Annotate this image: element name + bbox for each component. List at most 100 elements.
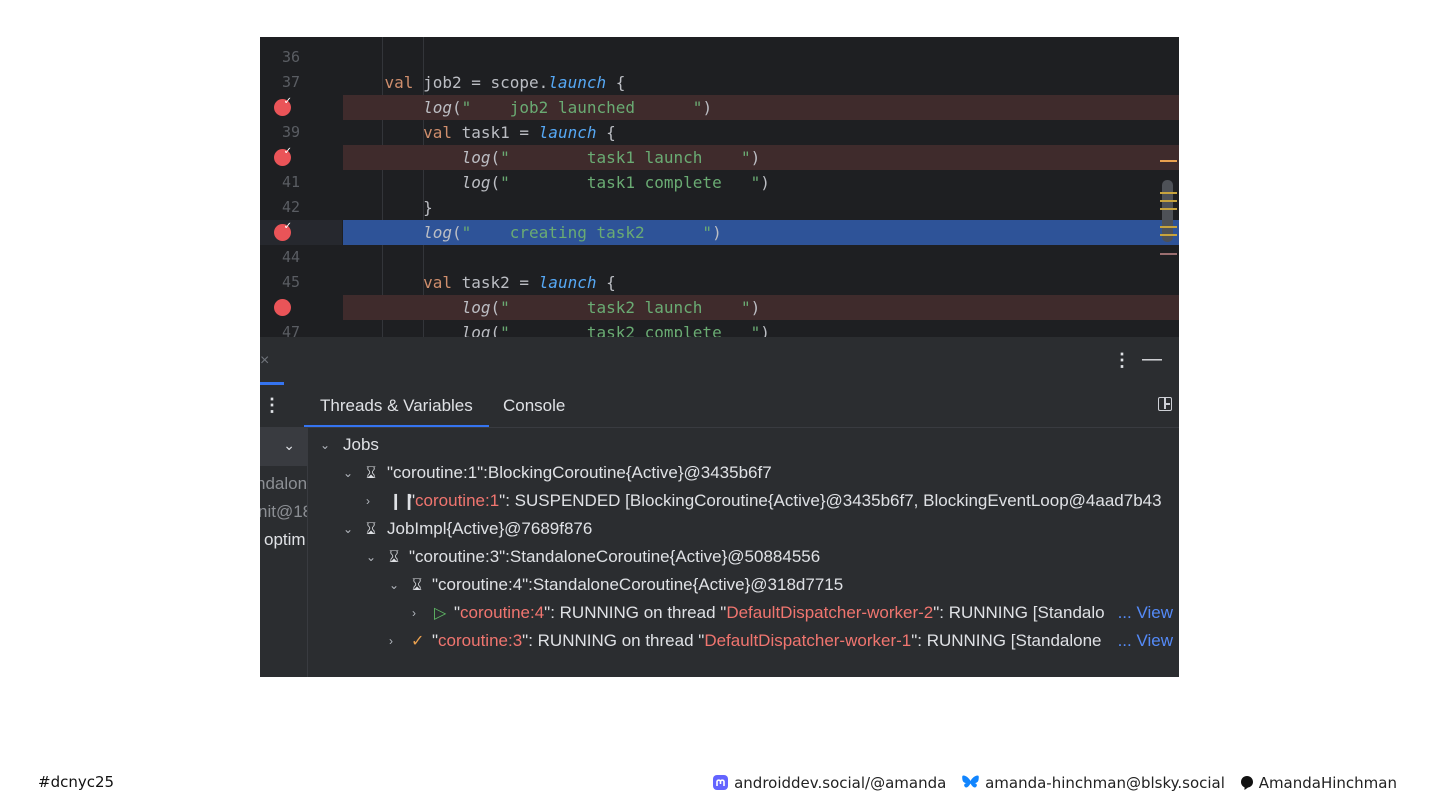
- breakpoint-hit-icon[interactable]: ✓: [274, 96, 292, 116]
- scroll-marker[interactable]: [1160, 226, 1177, 228]
- view-link[interactable]: ... View: [1115, 599, 1173, 627]
- code-line[interactable]: ✓ log(" creating task2 "): [260, 220, 1179, 245]
- scroll-thumb[interactable]: [1162, 180, 1173, 242]
- frame-item[interactable]: nit@18: [260, 502, 307, 521]
- panel-options-icon[interactable]: ⋮: [263, 395, 281, 415]
- tree-node-coroutine[interactable]: › ▷ "coroutine:4": RUNNING on thread "De…: [308, 599, 1179, 627]
- code-token: val: [423, 273, 452, 292]
- code-token: }: [346, 198, 433, 217]
- code-token: task1: [451, 123, 520, 142]
- tree-node-jobs[interactable]: ⌄ Jobs: [308, 431, 1179, 459]
- scroll-marker[interactable]: [1160, 253, 1177, 255]
- debug-tool-window: × ⋮ — ⋮ Threads & Variables Console ⌄ nd…: [260, 337, 1179, 677]
- more-options-icon[interactable]: ⋮: [1113, 350, 1131, 370]
- code-token: log: [423, 98, 452, 117]
- scroll-marker[interactable]: [1160, 192, 1177, 194]
- threads-handle: AmandaHinchman: [1240, 774, 1397, 792]
- line-highlight: [343, 145, 1179, 170]
- code-token: {: [606, 73, 626, 92]
- code-token: " task1 launch ": [500, 148, 751, 167]
- code-line[interactable]: 41 log(" task1 complete "): [260, 170, 1179, 195]
- chevron-right-icon[interactable]: ›: [389, 634, 393, 648]
- hourglass-check-icon: ⌛︎: [366, 519, 377, 538]
- tree-node-job[interactable]: ⌄ ⌛︎ "coroutine:1":BlockingCoroutine{Act…: [308, 459, 1179, 487]
- bluesky-label: amanda-hinchman@blsky.social: [985, 774, 1225, 792]
- code-text: val task2 = launch {: [346, 270, 616, 295]
- debug-toolbar: × ⋮ —: [260, 337, 1179, 385]
- code-token: " task2 launch ": [500, 298, 751, 317]
- code-token: (: [490, 298, 501, 317]
- code-line[interactable]: 39 val task1 = launch {: [260, 120, 1179, 145]
- code-token: log: [461, 173, 491, 192]
- code-token: ): [712, 223, 722, 242]
- code-token: " task2 complete ": [500, 323, 761, 337]
- code-line[interactable]: ✓ log(" job2 launched "): [260, 95, 1179, 120]
- scroll-marker[interactable]: [1160, 234, 1177, 236]
- chevron-down-icon: ⌄: [283, 437, 295, 453]
- code-text: log(" task1 complete "): [346, 170, 770, 195]
- breakpoint-hit-icon[interactable]: ✓: [274, 221, 292, 241]
- checkmark-icon: ✓: [283, 146, 292, 157]
- tree-node-job[interactable]: ⌄ ⌛︎ "coroutine:4":StandaloneCoroutine{A…: [308, 571, 1179, 599]
- line-number: 44: [281, 248, 300, 266]
- checkmark-icon: ✓: [411, 631, 425, 650]
- minimize-icon[interactable]: —: [1142, 348, 1162, 370]
- breakpoint-icon[interactable]: [274, 299, 291, 316]
- code-line[interactable]: 37 val job2 = scope.launch {: [260, 70, 1179, 95]
- code-line[interactable]: 36: [260, 45, 1179, 70]
- chevron-down-icon[interactable]: ⌄: [343, 466, 354, 480]
- code-token: ): [702, 98, 713, 117]
- chevron-right-icon[interactable]: ›: [412, 606, 416, 620]
- chevron-down-icon[interactable]: ⌄: [320, 438, 331, 452]
- bluesky-butterfly-icon: [962, 775, 979, 788]
- editor-gutter: [260, 37, 342, 337]
- tree-node-coroutine[interactable]: › ❙❙ "coroutine:1": SUSPENDED [BlockingC…: [308, 487, 1179, 515]
- line-number: 39: [281, 123, 300, 141]
- scroll-marker[interactable]: [1160, 208, 1177, 210]
- chevron-down-icon[interactable]: ⌄: [366, 550, 377, 564]
- hourglass-check-icon: ⌛︎: [389, 547, 400, 566]
- code-token: log: [461, 148, 491, 167]
- thread-selector[interactable]: ⌄: [260, 428, 307, 466]
- tab-threads-variables[interactable]: Threads & Variables: [304, 385, 489, 427]
- code-token: " job2 launched ": [461, 98, 703, 117]
- layout-settings-icon[interactable]: [1158, 397, 1172, 411]
- scroll-marker[interactable]: [1160, 160, 1177, 162]
- chevron-right-icon[interactable]: ›: [366, 494, 370, 508]
- social-handles: androiddev.social/@amanda amanda-hinchma…: [702, 774, 1397, 792]
- mastodon-handle: androiddev.social/@amanda: [712, 774, 946, 792]
- line-number: 37: [281, 73, 300, 91]
- code-line[interactable]: 47 log(" task2 complete "): [260, 320, 1179, 337]
- tab-console[interactable]: Console: [503, 396, 566, 415]
- line-highlight: [343, 245, 1179, 270]
- session-tab-indicator: [260, 382, 284, 385]
- chevron-down-icon[interactable]: ⌄: [343, 522, 354, 536]
- chevron-down-icon[interactable]: ⌄: [389, 578, 400, 592]
- view-link[interactable]: ... View: [1115, 627, 1173, 655]
- scroll-marker[interactable]: [1160, 200, 1177, 202]
- threads-label: AmandaHinchman: [1258, 774, 1397, 792]
- code-line[interactable]: ✓ log(" task1 launch "): [260, 145, 1179, 170]
- close-session-icon[interactable]: ×: [260, 352, 270, 369]
- bluesky-handle: amanda-hinchman@blsky.social: [961, 774, 1225, 792]
- line-highlight: [343, 95, 1179, 120]
- breakpoint-hit-icon[interactable]: ✓: [274, 146, 292, 166]
- frame-item[interactable]: optim: [264, 530, 306, 549]
- tree-node-coroutine[interactable]: › ✓ "coroutine:3": RUNNING on thread "De…: [308, 627, 1179, 655]
- line-number: 42: [281, 198, 300, 216]
- code-token: ): [760, 173, 770, 192]
- tree-node-label: "coroutine:1": SUSPENDED [BlockingCorout…: [409, 491, 1162, 510]
- tree-node-job[interactable]: ⌄ ⌛︎ "coroutine:3":StandaloneCoroutine{A…: [308, 543, 1179, 571]
- tree-node-job[interactable]: ⌄ ⌛︎ JobImpl{Active}@7689f876: [308, 515, 1179, 543]
- code-token: (: [490, 323, 501, 337]
- code-line[interactable]: 42 }: [260, 195, 1179, 220]
- code-token: =: [519, 123, 539, 142]
- frame-item[interactable]: ndalon: [260, 474, 308, 493]
- code-line[interactable]: log(" task2 launch "): [260, 295, 1179, 320]
- code-line[interactable]: 44: [260, 245, 1179, 270]
- checkmark-icon: ✓: [283, 221, 292, 232]
- code-line[interactable]: 45 val task2 = launch {: [260, 270, 1179, 295]
- indent-guide: [423, 37, 424, 337]
- code-token: launch: [538, 123, 597, 142]
